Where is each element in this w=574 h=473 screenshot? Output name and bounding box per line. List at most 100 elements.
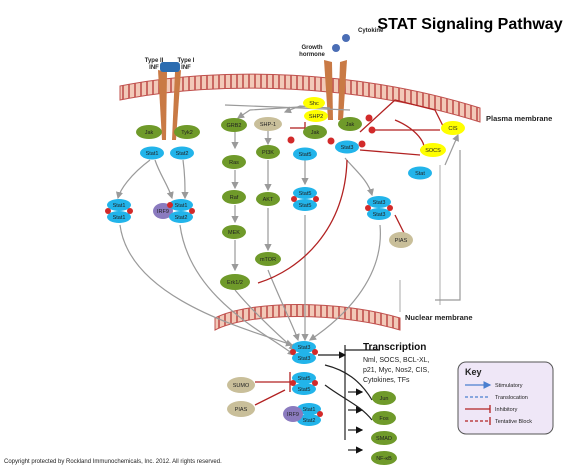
phosphate-markers <box>105 114 393 417</box>
svg-text:Jak: Jak <box>311 130 320 136</box>
receptor-cytokine <box>324 34 350 120</box>
smad: SMAD <box>371 431 397 445</box>
nuc-stat3-dimer: Stat3 Stat3 <box>292 341 316 364</box>
copyright: Copyright protected by Rockland Immunoch… <box>4 459 222 465</box>
svg-text:Stat3: Stat3 <box>341 145 354 151</box>
transcription-arrows <box>318 345 380 454</box>
svg-text:PIAS: PIAS <box>235 407 248 413</box>
inhibitory-lines <box>254 99 446 406</box>
jak-right: Jak <box>338 117 362 131</box>
page-title: STAT Signaling Pathway <box>377 16 562 33</box>
stat1-left: Stat1 <box>140 146 164 160</box>
svg-text:Stat2: Stat2 <box>175 215 188 221</box>
svg-text:Stat3: Stat3 <box>373 200 386 206</box>
svg-text:Stat5: Stat5 <box>299 152 312 158</box>
nfkb: NF-κB <box>371 451 397 465</box>
svg-text:Stat1: Stat1 <box>113 203 126 209</box>
pias-bottom: PIAS <box>227 401 255 417</box>
svg-text:Erk1/2: Erk1/2 <box>227 280 243 286</box>
svg-text:SMAD: SMAD <box>376 436 392 442</box>
svg-text:NF-κB: NF-κB <box>376 456 392 462</box>
svg-text:IRF9: IRF9 <box>287 412 299 418</box>
mtor: mTOR <box>255 252 281 266</box>
shc: Shc <box>303 97 325 109</box>
svg-text:Stat3: Stat3 <box>373 212 386 218</box>
stat2-left: Stat2 <box>170 146 194 160</box>
transcription-line-3: Cytokines, TFs <box>363 377 410 384</box>
svg-text:AKT: AKT <box>263 197 274 203</box>
akt: AKT <box>256 192 280 206</box>
key-stimulatory: Stimulatory <box>495 383 523 389</box>
key-tentative-block: Tentative Block <box>495 419 532 425</box>
stat5-top: Stat5 <box>293 147 317 161</box>
stat: Stat <box>408 166 432 180</box>
receptor-interferon <box>158 62 181 140</box>
stat3-top: Stat3 <box>335 140 359 154</box>
svg-text:Stat2: Stat2 <box>303 418 316 424</box>
svg-text:MEK: MEK <box>228 230 240 236</box>
svg-text:GRB2: GRB2 <box>227 123 242 129</box>
erk: Erk1/2 <box>220 274 250 290</box>
svg-text:Stat1: Stat1 <box>146 151 159 157</box>
shp2: SHP2 <box>304 110 328 122</box>
svg-text:PIAS: PIAS <box>395 238 408 244</box>
svg-text:SOCS: SOCS <box>425 148 441 154</box>
svg-text:Ras: Ras <box>229 160 239 166</box>
pathway-arrows <box>115 104 461 356</box>
tyk2: Tyk2 <box>174 125 200 139</box>
svg-text:Jak: Jak <box>145 130 154 136</box>
svg-text:PI3K: PI3K <box>262 150 274 156</box>
pias-right: PIAS <box>389 232 413 248</box>
nuclear-membrane <box>214 304 401 331</box>
svg-text:Stat1: Stat1 <box>113 215 126 221</box>
jak-left: Jak <box>136 125 162 139</box>
svg-text:Shc: Shc <box>309 101 319 107</box>
irf9-bottom: IRF9 <box>283 406 303 422</box>
transcription-line-2: p21, Myc, Nos2, CIS, <box>363 367 429 374</box>
svg-text:Jak: Jak <box>346 122 355 128</box>
svg-text:Jun: Jun <box>380 396 389 402</box>
pi3k: PI3K <box>256 145 280 159</box>
svg-text:SHP2: SHP2 <box>309 114 323 120</box>
mek: MEK <box>222 225 246 239</box>
stat1-dimer: Stat1 Stat1 <box>107 199 131 223</box>
svg-text:Stat5: Stat5 <box>299 203 312 209</box>
jak-mid: Jak <box>303 125 327 139</box>
plasma-membrane-label: Plasma membrane <box>486 114 552 123</box>
svg-text:Key: Key <box>465 367 482 377</box>
nuclear-membrane-label: Nuclear membrane <box>405 313 473 322</box>
fos: Fos <box>372 411 396 425</box>
key-translocation: Translocation <box>495 395 528 401</box>
svg-text:Stat3: Stat3 <box>298 356 311 362</box>
raf: Raf <box>222 190 246 204</box>
grb2: GRB2 <box>221 118 247 132</box>
cis: CIS <box>441 121 465 135</box>
ras: Ras <box>222 155 246 169</box>
stat5-dimer: Stat5 Stat5 <box>293 187 317 211</box>
svg-text:mTOR: mTOR <box>260 257 276 263</box>
svg-text:Raf: Raf <box>230 195 239 201</box>
svg-text:SUMO: SUMO <box>233 383 250 389</box>
shp1: SHP-1 <box>254 117 282 131</box>
svg-text:Stat2: Stat2 <box>176 151 189 157</box>
svg-text:Tyk2: Tyk2 <box>181 130 193 136</box>
legend-key: Key Stimulatory Translocation Inhibitory… <box>457 361 554 435</box>
svg-text:Stat: Stat <box>415 171 425 177</box>
svg-text:Fos: Fos <box>379 416 388 422</box>
stat3-dimer: Stat3 Stat3 <box>367 196 391 220</box>
svg-text:Stat1: Stat1 <box>303 407 316 413</box>
plasma-membrane <box>119 73 481 123</box>
jun: Jun <box>372 391 396 405</box>
svg-text:Stat5: Stat5 <box>298 387 311 393</box>
svg-text:SHP-1: SHP-1 <box>260 122 276 128</box>
sumo: SUMO <box>227 377 255 393</box>
svg-text:Stat1: Stat1 <box>175 203 188 209</box>
stat1-stat2-dimer: Stat1 Stat2 <box>169 199 193 223</box>
svg-text:IRF9: IRF9 <box>157 209 169 215</box>
svg-text:CIS: CIS <box>448 126 458 132</box>
svg-text:Stat5: Stat5 <box>298 376 311 382</box>
key-inhibitory: Inhibitory <box>495 407 518 413</box>
